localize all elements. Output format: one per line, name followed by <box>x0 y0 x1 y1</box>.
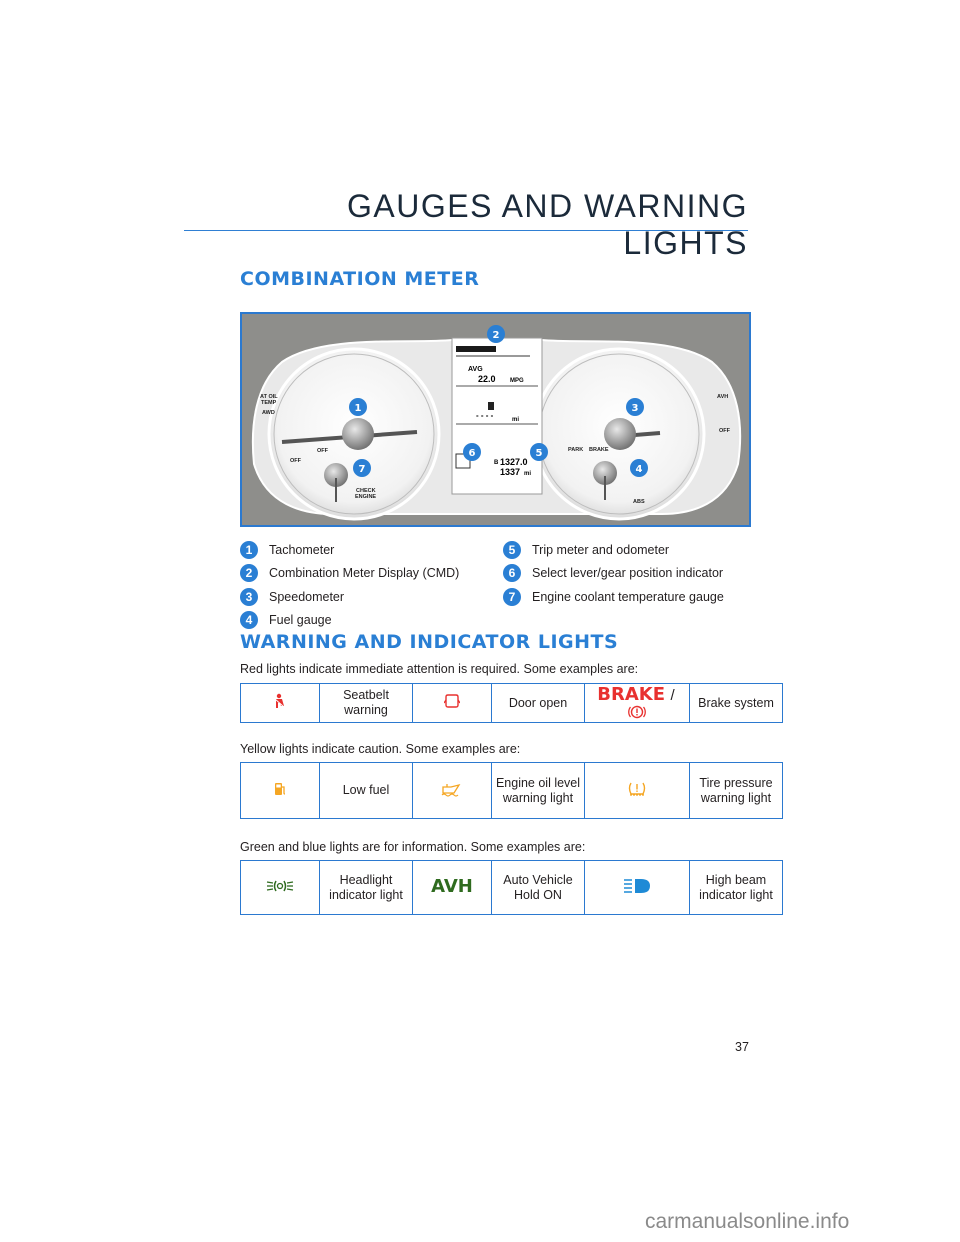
display-avg: AVG <box>468 366 483 373</box>
display-dashes: - - - - <box>476 411 494 420</box>
red-lights-intro: Red lights indicate immediate attention … <box>240 662 639 676</box>
brake-icon: BRAKE / <box>584 683 690 723</box>
callout-7 <box>353 459 371 477</box>
callout-1 <box>349 398 367 416</box>
door-open-icon <box>412 683 492 723</box>
combination-meter-title: COMBINATION METER <box>240 268 480 290</box>
high-beam-icon <box>584 860 690 915</box>
page-number: 37 <box>735 1040 749 1054</box>
label-brake: BRAKE <box>589 447 609 453</box>
callout-2 <box>487 325 505 343</box>
label-check-engine: CHECK <box>356 488 376 494</box>
label-off-3: OFF <box>719 428 731 434</box>
fuel-pump-icon <box>240 762 320 819</box>
avh-icon: AVH <box>412 860 492 915</box>
svg-text:3: 3 <box>632 403 639 414</box>
speedometer-dial <box>532 347 706 521</box>
label-abs: ABS <box>633 499 645 505</box>
oil-level-label: Engine oil level warning light <box>491 762 585 819</box>
warning-lights-title: WARNING AND INDICATOR LIGHTS <box>240 631 619 653</box>
display-odo: 1337 <box>500 467 520 477</box>
callout-6 <box>463 443 481 461</box>
callout-5 <box>530 443 548 461</box>
callout-4 <box>630 459 648 477</box>
headlight-icon <box>240 860 320 915</box>
brake-slash: / <box>670 686 675 704</box>
combination-meter-figure: AVG 22.0 MPG - - - - mi B 1327.0 1337 mi… <box>240 312 751 527</box>
label-awd: AWD <box>262 410 275 416</box>
display-mi: mi <box>512 417 519 423</box>
tire-pressure-label: Tire pressure warning light <box>689 762 783 819</box>
green-lights-intro: Green and blue lights are for informatio… <box>240 840 586 854</box>
oil-can-icon <box>412 762 492 819</box>
avh-label: Auto Vehicle Hold ON <box>491 860 585 915</box>
watermark: carmanualsonline.info <box>645 1210 850 1233</box>
headlight-label: Headlight indicator light <box>319 860 413 915</box>
tire-pressure-icon <box>584 762 690 819</box>
seatbelt-icon <box>240 683 320 723</box>
center-display: AVG 22.0 MPG - - - - mi B 1327.0 1337 mi <box>451 337 543 495</box>
page-header: GAUGES AND WARNING LIGHTS <box>347 188 748 261</box>
label-avh: AVH <box>717 394 728 400</box>
svg-text:5: 5 <box>536 448 543 459</box>
high-beam-label: High beam indicator light <box>689 860 783 915</box>
brake-circle-icon <box>628 705 646 718</box>
svg-text:ENGINE: ENGINE <box>355 494 376 500</box>
low-fuel-label: Low fuel <box>319 762 413 819</box>
display-mpg-unit: MPG <box>510 378 524 384</box>
svg-text:2: 2 <box>493 330 500 341</box>
svg-text:4: 4 <box>636 464 643 475</box>
callout-3 <box>626 398 644 416</box>
avh-text: AVH <box>431 876 473 897</box>
green-lights-table: Headlight indicator light AVH Auto Vehic… <box>240 860 783 915</box>
display-odo-unit: mi <box>524 471 531 477</box>
brake-label: Brake system <box>689 683 783 723</box>
label-off-2: OFF <box>317 448 329 454</box>
display-mpg-value: 22.0 <box>478 374 496 384</box>
label-at-oil-temp: AT OIL <box>260 394 278 400</box>
svg-text:7: 7 <box>359 464 366 475</box>
display-trip: 1327.0 <box>500 457 528 467</box>
header-rule <box>184 230 748 231</box>
svg-text:6: 6 <box>469 448 476 459</box>
svg-text:1: 1 <box>355 403 362 414</box>
svg-text:TEMP: TEMP <box>261 400 277 406</box>
yellow-lights-intro: Yellow lights indicate caution. Some exa… <box>240 742 521 756</box>
door-open-label: Door open <box>491 683 585 723</box>
seatbelt-label: Seatbelt warning <box>319 683 413 723</box>
yellow-lights-table: Low fuel Engine oil level warning light … <box>240 762 783 819</box>
label-park: PARK <box>568 447 583 453</box>
brake-text: BRAKE <box>597 683 666 705</box>
instrument-cluster-illustration: AVG 22.0 MPG - - - - mi B 1327.0 1337 mi… <box>251 325 742 521</box>
label-off-1: OFF <box>290 458 302 464</box>
tachometer-dial <box>267 347 441 521</box>
display-trip-letter: B <box>494 460 499 466</box>
red-lights-table: Seatbelt warning Door open BRAKE / Brake… <box>240 683 783 723</box>
